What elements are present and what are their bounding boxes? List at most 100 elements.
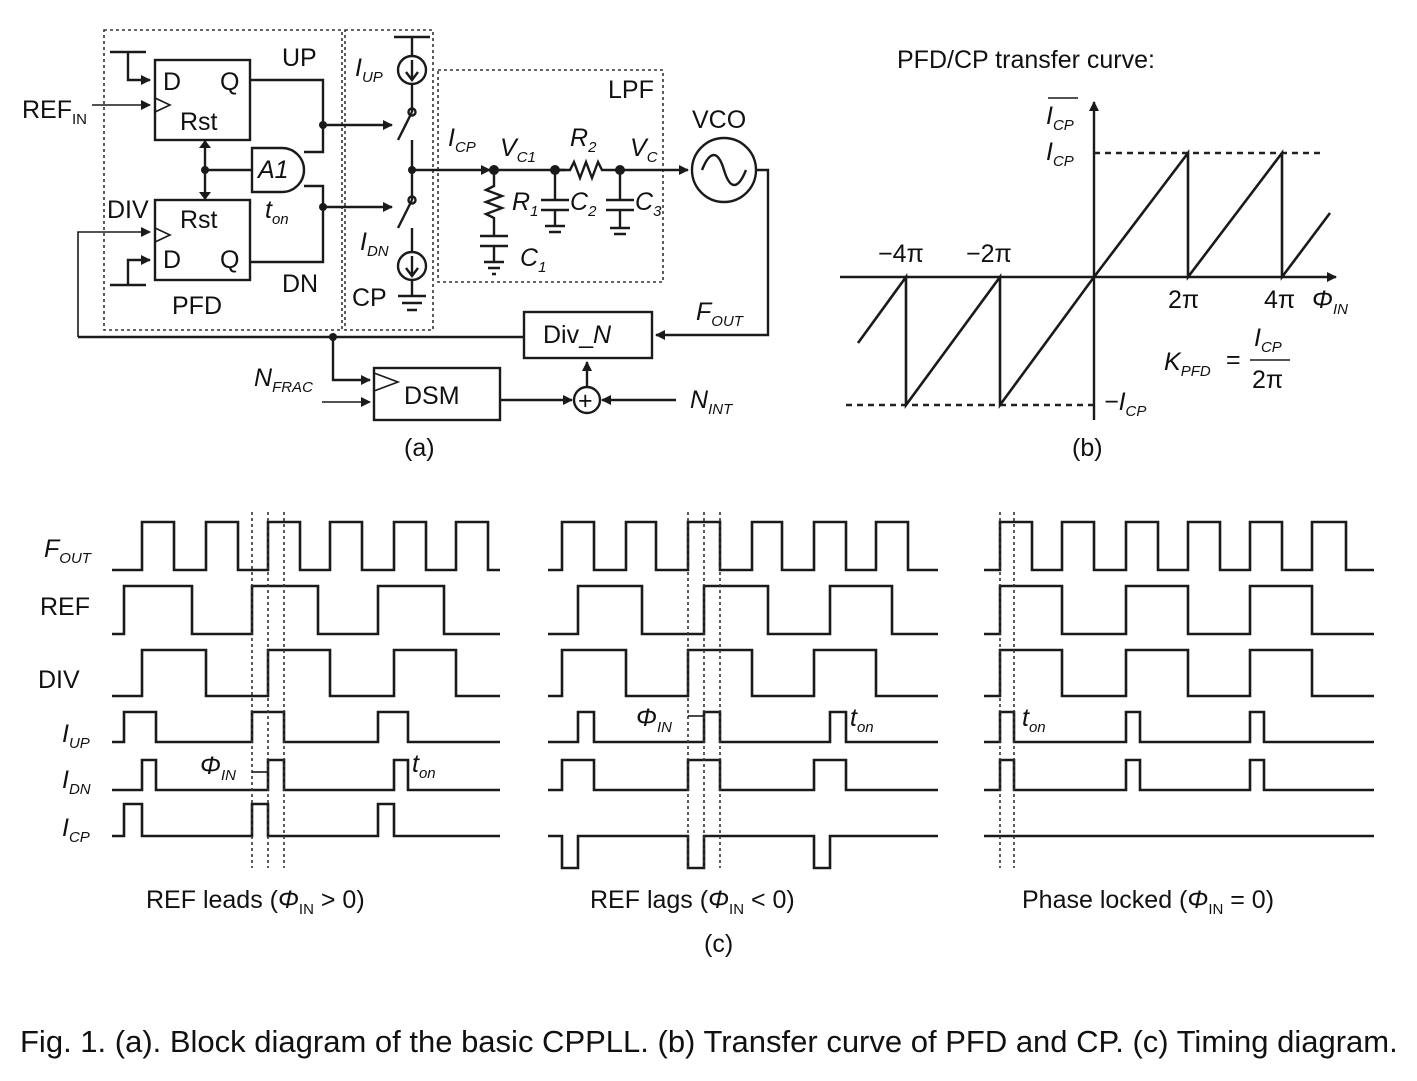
dff-bottom-q: Q bbox=[220, 246, 239, 274]
x-tick-4pi: 4π bbox=[1264, 286, 1295, 314]
case-title-3: Phase locked (ΦIN = 0) bbox=[1022, 886, 1274, 918]
wave-div-2 bbox=[548, 648, 938, 698]
dff-bottom-rst: Rst bbox=[180, 206, 218, 234]
cp-label: CP bbox=[352, 284, 387, 312]
vdd-bottom-icon bbox=[110, 260, 150, 287]
wave-idn-3 bbox=[984, 758, 1374, 792]
nint-label: NINT bbox=[690, 386, 734, 418]
kpfd-denominator: 2π bbox=[1252, 366, 1283, 394]
div-label: DIV bbox=[107, 196, 149, 224]
vc-label: VC bbox=[630, 134, 658, 166]
dff-top bbox=[153, 58, 252, 142]
wave-fout-1 bbox=[112, 520, 500, 572]
wave-idn-1 bbox=[112, 758, 500, 792]
y-pos-label: ICP bbox=[1046, 138, 1074, 170]
row-label-icp: ICP bbox=[62, 814, 90, 846]
sine-wave-icon bbox=[700, 153, 748, 187]
wave-div-3 bbox=[984, 648, 1374, 698]
dff-top-q: Q bbox=[220, 68, 239, 96]
wave-icp-1 bbox=[112, 802, 500, 838]
resistor-r2-icon bbox=[555, 158, 620, 182]
panel-b-transfer-curve: PFD/CP transfer curve: ICP ICP −ICP −4π … bbox=[840, 46, 1348, 462]
dff-bottom bbox=[153, 198, 252, 282]
wave-idn-2 bbox=[548, 758, 938, 792]
wave-fout-2 bbox=[548, 520, 938, 572]
kpfd-label: KPFD bbox=[1164, 348, 1211, 380]
kpfd-equals: = bbox=[1226, 346, 1241, 374]
fout-label: FOUT bbox=[696, 298, 745, 330]
ground-icon bbox=[398, 280, 426, 312]
figure: D Q Rst REFIN Rst D Q DIV A1 ton UP DN P… bbox=[22, 29, 1374, 958]
lpf-boundary bbox=[437, 69, 664, 283]
switch-icon bbox=[396, 111, 414, 141]
capacitor-icon bbox=[480, 234, 508, 276]
r1-label: R1 bbox=[512, 188, 538, 220]
ton-label-a: ton bbox=[265, 196, 289, 228]
ton-annotation-1: ton bbox=[412, 750, 436, 782]
summer-plus: + bbox=[578, 387, 593, 415]
switch-icon-dn bbox=[396, 199, 414, 229]
wave-ref-3 bbox=[984, 584, 1374, 636]
wave-ref-2 bbox=[548, 584, 938, 636]
dn-wire bbox=[250, 184, 325, 264]
ton-annotation-2: ton bbox=[850, 704, 874, 736]
dff-bottom-d: D bbox=[163, 246, 181, 274]
iup-arrow bbox=[405, 60, 419, 82]
up-label: UP bbox=[282, 44, 317, 72]
x-tick-2pi: 2π bbox=[1168, 286, 1199, 314]
divn-label: Div_N bbox=[543, 321, 612, 349]
vc1-label: VC1 bbox=[500, 134, 536, 166]
vdd-top-icon bbox=[110, 50, 150, 80]
timing-case-ref-leads: ΦIN ton REF leads (ΦIN > 0) bbox=[112, 512, 500, 918]
panel-a-block-diagram: D Q Rst REFIN Rst D Q DIV A1 ton UP DN P… bbox=[22, 29, 770, 462]
transfer-title: PFD/CP transfer curve: bbox=[897, 46, 1155, 74]
pfd-boundary bbox=[103, 29, 343, 331]
up-wire bbox=[250, 78, 325, 154]
dff-top-rst: Rst bbox=[180, 108, 218, 136]
fout-wire bbox=[655, 168, 770, 340]
wave-fout-3 bbox=[984, 520, 1374, 572]
c1-label: C1 bbox=[520, 244, 546, 276]
iup-label: IUP bbox=[355, 54, 383, 86]
lpf-label: LPF bbox=[608, 76, 654, 104]
kpfd-numerator: ICP bbox=[1254, 324, 1282, 356]
nfrac-label: NFRAC bbox=[254, 364, 313, 396]
x-tick-m2pi: −2π bbox=[966, 240, 1012, 268]
timing-case-phase-locked: ton Phase locked (ΦIN = 0) bbox=[984, 512, 1374, 918]
guide-lines-2 bbox=[687, 512, 721, 868]
c3-label: C3 bbox=[635, 188, 662, 220]
panel-c-label: (c) bbox=[704, 930, 733, 958]
dsm-clk-wire bbox=[331, 337, 371, 385]
vco-label: VCO bbox=[692, 106, 746, 134]
row-label-ref: REF bbox=[40, 593, 90, 621]
wave-icp-2 bbox=[548, 834, 938, 870]
icp-label: ICP bbox=[448, 124, 476, 156]
clk-triangle-top bbox=[154, 97, 172, 113]
dsm-clk-triangle bbox=[373, 372, 401, 392]
r2-label: R2 bbox=[570, 124, 597, 156]
wave-iup-1 bbox=[112, 710, 500, 744]
y-axis-label: ICP bbox=[1046, 102, 1074, 134]
panel-c-timing: FOUT REF DIV IUP IDN ICP ΦIN ton REF lea… bbox=[38, 512, 1374, 958]
dsm-block bbox=[372, 366, 502, 422]
capacitor-c3-icon bbox=[606, 170, 634, 236]
capacitor-c2-icon bbox=[541, 170, 569, 234]
transfer-sawtooth bbox=[856, 149, 1332, 409]
wave-iup-2 bbox=[548, 710, 938, 744]
cp-boundary bbox=[344, 29, 434, 331]
guide-lines-3 bbox=[999, 512, 1015, 868]
ton-annotation-3: ton bbox=[1022, 704, 1046, 736]
dff-top-d: D bbox=[163, 68, 181, 96]
row-label-iup: IUP bbox=[62, 720, 90, 752]
timing-case-ref-lags: ΦIN ton REF lags (ΦIN < 0) bbox=[548, 512, 938, 918]
idn-label: IDN bbox=[360, 228, 389, 260]
guide-lines-1 bbox=[251, 512, 285, 868]
dn-label: DN bbox=[282, 270, 318, 298]
wave-div-1 bbox=[112, 648, 500, 698]
dsm-label: DSM bbox=[404, 382, 460, 410]
wave-iup-3 bbox=[984, 710, 1374, 744]
y-neg-label: −ICP bbox=[1104, 388, 1146, 420]
clk-triangle-bottom bbox=[154, 227, 172, 243]
wave-ref-1 bbox=[112, 584, 500, 636]
div-feedback-wire bbox=[77, 227, 151, 337]
